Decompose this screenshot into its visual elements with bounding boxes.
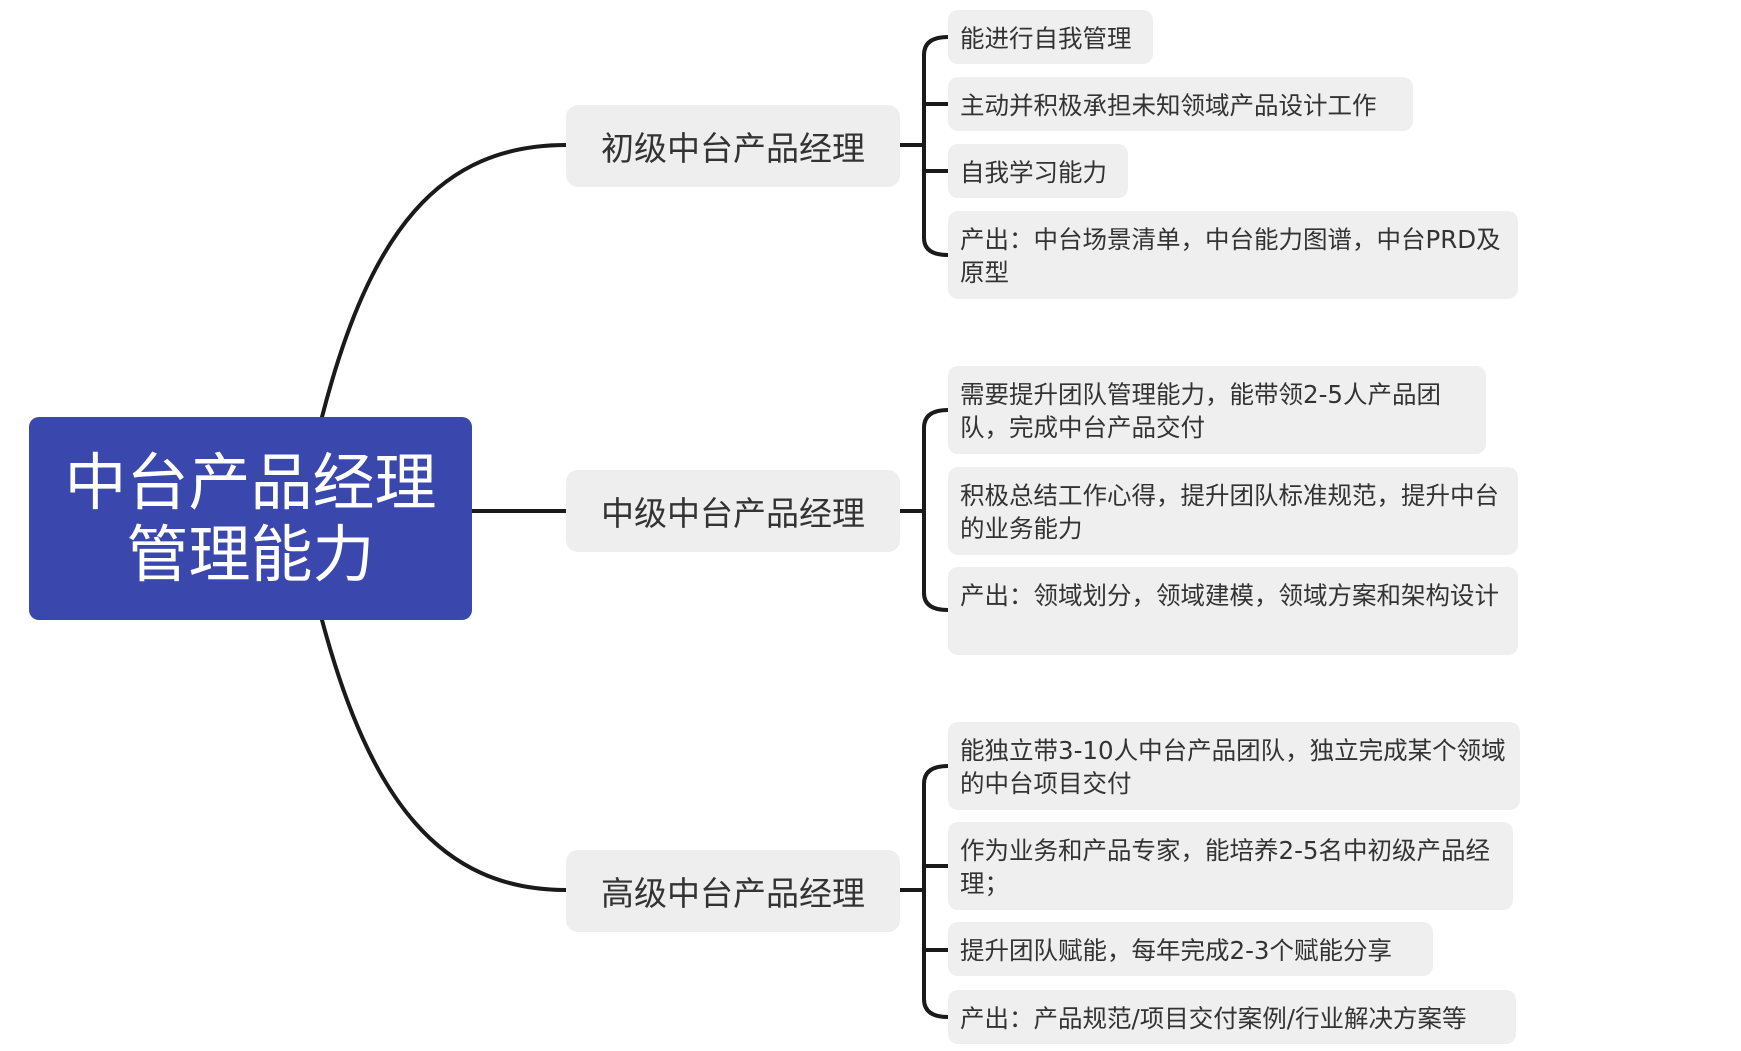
leaf-junior-self-learning[interactable]: 自我学习能力 bbox=[948, 144, 1128, 198]
leaf-text: 能独立带3-10人中台产品团队，独立完成某个领域的中台项目交付 bbox=[960, 736, 1506, 798]
leaf-text: 积极总结工作心得，提升团队标准规范，提升中台的业务能力 bbox=[960, 481, 1499, 543]
leaf-middle-standards[interactable]: 积极总结工作心得，提升团队标准规范，提升中台的业务能力 bbox=[948, 467, 1518, 555]
branch-senior-pm[interactable]: 高级中台产品经理 bbox=[566, 850, 900, 932]
leaf-senior-mentoring[interactable]: 作为业务和产品专家，能培养2-5名中初级产品经理； bbox=[948, 822, 1513, 910]
leaf-text: 提升团队赋能，每年完成2-3个赋能分享 bbox=[960, 936, 1393, 965]
root-node[interactable]: 中台产品经理 管理能力 bbox=[29, 417, 472, 620]
leaf-middle-output[interactable]: 产出：领域划分，领域建模，领域方案和架构设计 bbox=[948, 567, 1518, 655]
leaf-text: 自我学习能力 bbox=[960, 158, 1107, 187]
root-title-line1: 中台产品经理 bbox=[64, 445, 437, 519]
leaf-senior-team-delivery[interactable]: 能独立带3-10人中台产品团队，独立完成某个领域的中台项目交付 bbox=[948, 722, 1520, 810]
branch-label: 中级中台产品经理 bbox=[601, 494, 865, 533]
leaf-junior-new-domain-design[interactable]: 主动并积极承担未知领域产品设计工作 bbox=[948, 77, 1413, 131]
leaf-middle-team-management[interactable]: 需要提升团队管理能力，能带领2-5人产品团队，完成中台产品交付 bbox=[948, 366, 1486, 454]
leaf-text: 产出：中台场景清单，中台能力图谱，中台PRD及原型 bbox=[960, 225, 1501, 287]
branch-middle-pm[interactable]: 中级中台产品经理 bbox=[566, 470, 900, 552]
connector-root-to-senior bbox=[320, 618, 568, 892]
leaf-text: 作为业务和产品专家，能培养2-5名中初级产品经理； bbox=[960, 836, 1491, 898]
leaf-junior-output[interactable]: 产出：中台场景清单，中台能力图谱，中台PRD及原型 bbox=[948, 211, 1518, 299]
leaf-text: 产出：产品规范/项目交付案例/行业解决方案等 bbox=[960, 1004, 1467, 1033]
leaf-text: 产出：领域划分，领域建模，领域方案和架构设计 bbox=[960, 581, 1499, 610]
leaf-text: 能进行自我管理 bbox=[960, 24, 1132, 53]
leaf-junior-self-management[interactable]: 能进行自我管理 bbox=[948, 10, 1153, 64]
leaf-senior-enablement[interactable]: 提升团队赋能，每年完成2-3个赋能分享 bbox=[948, 922, 1433, 976]
bracket-senior bbox=[898, 764, 950, 1019]
connector-root-to-junior bbox=[320, 143, 568, 419]
leaf-senior-output[interactable]: 产出：产品规范/项目交付案例/行业解决方案等 bbox=[948, 990, 1516, 1044]
bracket-middle bbox=[898, 408, 950, 612]
branch-label: 高级中台产品经理 bbox=[601, 874, 865, 913]
branch-junior-pm[interactable]: 初级中台产品经理 bbox=[566, 105, 900, 187]
bracket-junior bbox=[898, 35, 950, 257]
leaf-text: 需要提升团队管理能力，能带领2-5人产品团队，完成中台产品交付 bbox=[960, 380, 1442, 442]
branch-label: 初级中台产品经理 bbox=[601, 129, 865, 168]
root-title-line2: 管理能力 bbox=[126, 517, 375, 591]
leaf-text: 主动并积极承担未知领域产品设计工作 bbox=[960, 91, 1377, 120]
